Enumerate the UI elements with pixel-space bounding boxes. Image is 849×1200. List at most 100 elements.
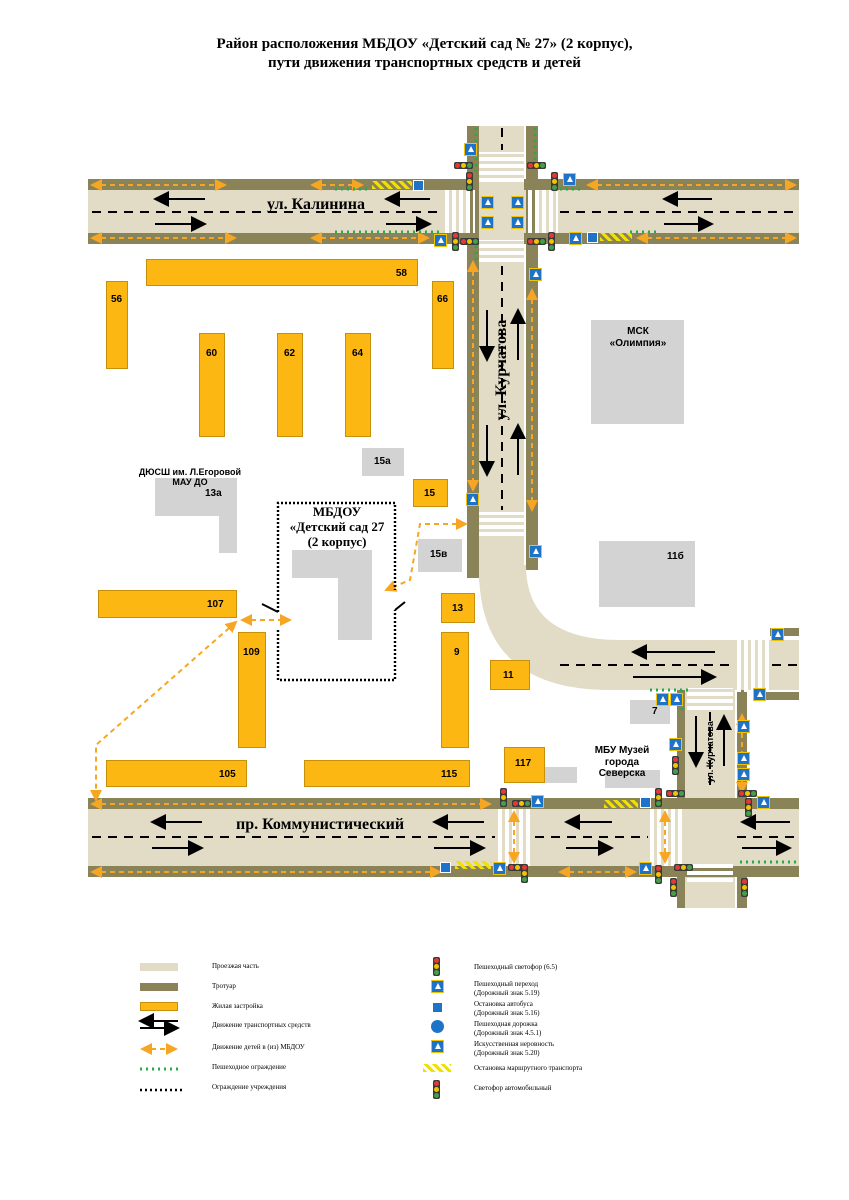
crosswalk-sign-icon	[464, 143, 477, 156]
building-11b: 11б	[599, 541, 695, 607]
crosswalk-sign-icon	[493, 862, 506, 875]
pedestrian-traffic-light-icon	[670, 878, 677, 897]
legend-bus-stop-sign-icon	[432, 1002, 443, 1013]
speed-bump-sign-icon	[529, 545, 542, 558]
building-13: 13	[441, 593, 475, 623]
legend-car-traffic-light-icon	[433, 1080, 440, 1099]
building-15a: 15а	[362, 448, 404, 476]
building-66: 66	[432, 281, 454, 369]
legend-pedestrian-traffic-light-icon	[433, 957, 440, 976]
building-mbdou-wing	[338, 565, 372, 640]
institution-fence	[276, 501, 397, 682]
legend-speed-bump-text: Искусственная неровность(Дорожный знак 5…	[474, 1040, 555, 1057]
car-traffic-light-icon	[738, 790, 757, 797]
legend-bus-stop-text: Остановка автобуса(Дорожный знак 5.16)	[474, 1000, 540, 1017]
crosswalk-sign-icon	[481, 196, 494, 209]
bus-stop-sign-icon	[440, 862, 451, 873]
pedestrian-traffic-light-icon	[741, 878, 748, 897]
building-107: 107	[98, 590, 237, 618]
bus-stop-sign-icon	[640, 797, 651, 808]
car-traffic-light-icon	[466, 172, 473, 191]
crosswalk-sign-icon	[466, 493, 479, 506]
legend-road-text: Проезжая часть	[212, 962, 259, 970]
car-traffic-light-icon	[548, 232, 555, 251]
pedestrian-traffic-light-icon	[521, 864, 528, 883]
crosswalk-short-kurchatova-south	[687, 862, 733, 882]
crosswalk-short-kurchatova	[687, 688, 733, 710]
car-traffic-light-icon	[508, 864, 527, 871]
pedestrian-traffic-light-icon	[460, 238, 479, 245]
speed-bump-sign-icon	[529, 268, 542, 281]
sidewalk-kalinina-north	[88, 179, 799, 190]
legend-building-swatch	[140, 1002, 178, 1011]
speed-bump-sign-icon	[669, 738, 682, 751]
legend-footpath-text: Пешеходная дорожка(Дорожный знак 4.5.1)	[474, 1020, 542, 1037]
crosswalk-kurchatova-south	[479, 240, 524, 262]
legend-shuttle-stop-marking-icon	[423, 1064, 451, 1072]
building-15: 15	[413, 479, 448, 507]
legend-sidewalk-swatch	[140, 983, 178, 991]
pedestrian-traffic-light-icon	[454, 162, 473, 169]
crosswalk-kalinina-east	[528, 190, 558, 233]
building-msk-olimpia	[591, 320, 684, 424]
building-museum	[605, 770, 660, 788]
car-traffic-light-icon	[452, 232, 459, 251]
legend-crosswalk-sign-icon	[431, 980, 444, 993]
building-105: 105	[106, 760, 247, 787]
map-title-line-1: Район расположения МБДОУ «Детский сад № …	[216, 36, 633, 52]
building-117: 117	[504, 747, 545, 783]
crosswalk-sign-icon	[771, 628, 784, 641]
bus-stop-sign-icon	[413, 180, 424, 191]
pedestrian-traffic-light-icon	[500, 788, 507, 807]
mbdou-label: МБДОУ«Детский сад 27(2 корпус)	[289, 504, 385, 549]
crosswalk-sign-icon	[481, 216, 494, 229]
building-15v: 15в	[418, 539, 462, 572]
car-traffic-light-icon	[672, 756, 679, 775]
speed-bump-sign-icon	[656, 693, 669, 706]
speed-bump-sign-icon	[753, 688, 766, 701]
crosswalk-sign-icon	[434, 234, 447, 247]
pedestrian-fences	[335, 128, 797, 864]
sidewalk-curve-east-2	[756, 692, 799, 700]
crosswalk-sign-icon	[531, 795, 544, 808]
building-115: 115	[304, 760, 470, 787]
crosswalk-sign-icon	[511, 216, 524, 229]
street-kalinina-label: ул. Калинина	[267, 196, 365, 213]
car-traffic-light-icon	[512, 800, 531, 807]
bus-stop-sign-icon	[587, 232, 598, 243]
legend-children-path-text: Движение детей в (из) МБДОУ	[212, 1043, 305, 1051]
car-traffic-light-icon	[666, 790, 685, 797]
pedestrian-traffic-light-icon	[745, 798, 752, 817]
crosswalk-sign-icon	[563, 173, 576, 186]
building-56: 56	[106, 281, 128, 369]
crosswalk-kurchatova-north	[479, 152, 524, 182]
legend-institution-fence-text: Ограждение учреждения	[212, 1083, 287, 1091]
building-64: 64	[345, 333, 371, 437]
speed-bump-sign-icon	[737, 752, 750, 765]
crosswalk-sign-icon	[737, 720, 750, 733]
legend-pedestrian-fence-text: Пешеходное ограждение	[212, 1063, 286, 1071]
building-109: 109	[238, 632, 266, 748]
car-traffic-light-icon	[551, 172, 558, 191]
legend-road-swatch	[140, 963, 178, 971]
shuttle-stop-marking-icon	[455, 861, 491, 869]
legend-speed-bump-sign-icon	[431, 1040, 444, 1053]
legend-pedestrian-light-text: Пешеходный светофор (6.5)	[474, 963, 558, 971]
building-60: 60	[199, 333, 225, 437]
crosswalk-sign-icon	[569, 232, 582, 245]
sidewalk-curve-east	[770, 628, 799, 636]
building-9: 9	[441, 632, 469, 748]
pedestrian-traffic-light-icon	[655, 865, 662, 884]
map-title-line-2: пути движения транспортных средств и дет…	[268, 55, 581, 71]
pedestrian-traffic-light-icon	[527, 238, 546, 245]
building-13a-wing	[219, 515, 237, 553]
building-13a: 13а	[155, 478, 237, 516]
lane-markings	[92, 128, 797, 838]
traffic-direction-arrows	[150, 191, 792, 856]
building-58: 58	[146, 259, 418, 286]
speed-bump-sign-icon	[670, 693, 683, 706]
building-117-annex	[545, 767, 577, 783]
